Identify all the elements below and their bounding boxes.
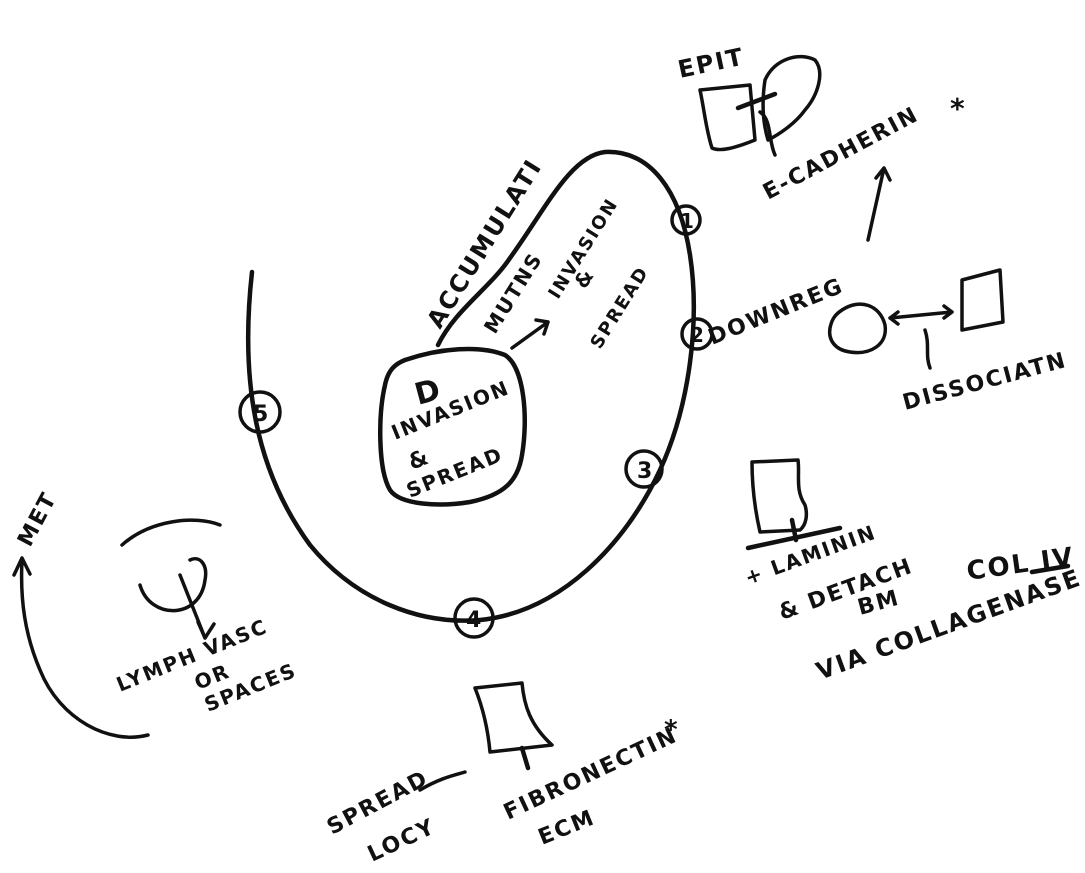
ecadherin-star: * — [950, 92, 967, 125]
center-box — [378, 346, 527, 507]
fibronectin-cell — [473, 681, 554, 754]
cadherin-junction — [735, 91, 778, 111]
dissociated-cell-right — [960, 268, 1005, 332]
fibronectin-star: * — [664, 715, 680, 745]
spread-swoosh — [418, 770, 467, 792]
met-return-arrow — [12, 556, 150, 739]
laminin-mark — [789, 517, 799, 543]
bm-cell — [750, 458, 809, 534]
step-circle-4 — [453, 597, 495, 639]
dissociation-label: DISSOCIATN — [900, 348, 1070, 416]
vessel-arc — [120, 518, 222, 547]
downreg-label: DOWNREG — [705, 274, 848, 351]
step-circle-1 — [670, 204, 702, 236]
step-circle-2 — [680, 317, 714, 351]
dissociation-pointer — [923, 328, 932, 370]
arrow-up-to-ecadherin — [866, 166, 892, 242]
epit-cell-left — [698, 83, 757, 152]
fibronectin-mark — [519, 745, 531, 771]
step-number-4: 4 — [466, 608, 483, 633]
locy-label: LOCY — [364, 814, 440, 867]
vessel-loop — [138, 557, 208, 613]
step-number-5: 5 — [253, 402, 270, 427]
dissociated-cell-left — [827, 302, 887, 355]
cadherin-pointer — [758, 110, 777, 157]
step-number-3: 3 — [637, 459, 654, 484]
step-circle-5 — [238, 390, 282, 434]
step-number-1: 1 — [680, 209, 696, 233]
step-number-2: 2 — [690, 323, 706, 347]
accumulation-label: ACCUMULATI — [421, 154, 548, 333]
arrow-to-invasion — [510, 318, 550, 350]
step-circle-3 — [624, 449, 664, 489]
epit-cell-right — [761, 54, 822, 142]
outer-curve — [245, 149, 696, 623]
arrow-down-into-vessel — [178, 573, 216, 640]
double-arrow — [888, 304, 954, 326]
ecm-label: ECM — [535, 805, 599, 850]
ecadherin-label: E-CADHERIN — [759, 102, 923, 205]
met-label: MET — [13, 488, 62, 551]
col-iv-underline — [1029, 563, 1071, 575]
center-label-line1: INVASION — [388, 375, 513, 444]
epit-label: EPIT — [675, 42, 747, 83]
